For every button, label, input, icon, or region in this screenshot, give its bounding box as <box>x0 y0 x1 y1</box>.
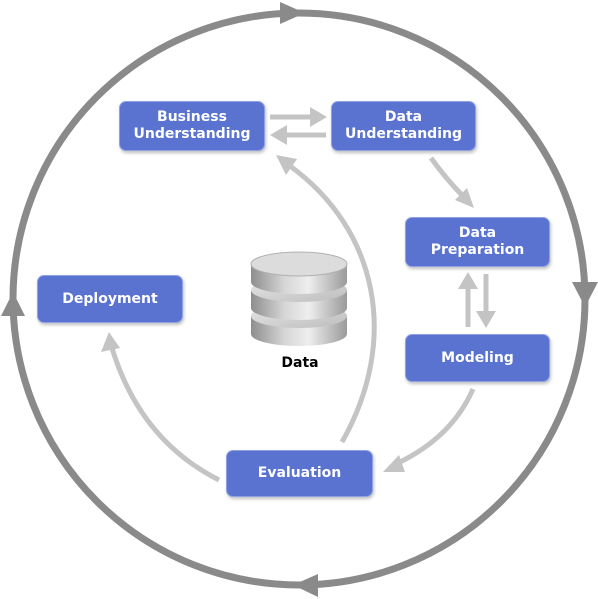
arrow-data-understanding-to-business-head <box>270 125 287 145</box>
phase-data-understanding: Data Understanding <box>331 101 476 151</box>
phase-business-understanding: Business Understanding <box>119 101 265 151</box>
arrow-evaluation-to-deployment <box>109 347 221 483</box>
outer-cycle-arrowhead-bottom <box>293 574 318 597</box>
phase-modeling: Modeling <box>405 334 550 382</box>
arrow-business-to-data-understanding-head <box>310 107 327 127</box>
outer-cycle-arrowhead-top <box>280 2 305 24</box>
arrow-modeling-to-evaluation-head <box>383 455 405 472</box>
arrow-modeling-to-evaluation <box>396 387 476 466</box>
arrow-evaluation-to-business-head <box>276 155 297 175</box>
arrow-evaluation-to-business <box>288 163 377 444</box>
database-icon <box>250 251 348 346</box>
data-label: Data <box>281 355 319 371</box>
phase-deployment: Deployment <box>37 275 183 323</box>
phase-evaluation: Evaluation <box>226 450 373 497</box>
arrow-data-understanding-to-data-preparation <box>428 156 464 197</box>
outer-cycle-arrowhead-left <box>1 292 25 316</box>
arrow-data-understanding-to-data-preparation-head <box>455 188 474 208</box>
arrow-modeling-to-data-preparation-head <box>458 272 478 289</box>
arrow-data-preparation-to-modeling-head <box>476 311 496 328</box>
arrow-evaluation-to-deployment-head <box>101 332 120 352</box>
phase-data-preparation: Data Preparation <box>405 217 550 267</box>
outer-cycle-arrowhead-right <box>572 282 598 307</box>
